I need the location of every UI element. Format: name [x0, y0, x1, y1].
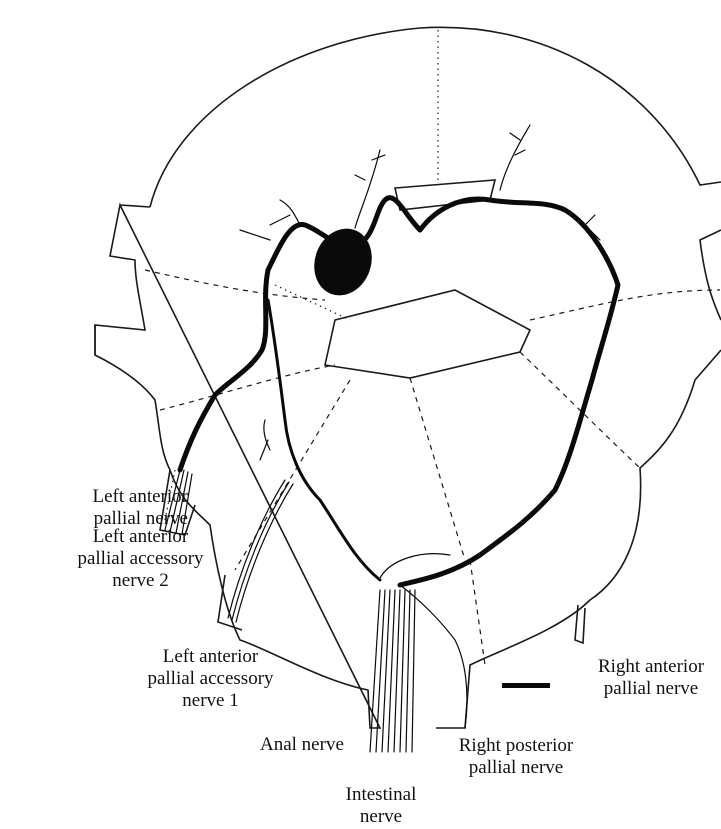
accessory-nerve-bundle — [228, 480, 293, 622]
label-line: Right posterior — [436, 735, 596, 757]
label-line: pallial nerve — [582, 678, 720, 700]
left-dash-upper — [145, 270, 325, 300]
intestinal-nerve-bundle — [370, 590, 415, 752]
branch-5 — [260, 420, 270, 460]
left-loop-nerve — [180, 198, 420, 470]
scale-bar — [502, 683, 550, 688]
left-tab-upper — [120, 205, 150, 207]
central-plate-upper — [325, 290, 530, 378]
label-line: Left anterior — [4, 486, 188, 508]
label-line: nerve 2 — [58, 570, 223, 592]
left-dash-mid — [160, 365, 335, 410]
branch-1 — [355, 150, 385, 228]
right-loop-nerve — [400, 199, 618, 585]
label-anal-nerve: Anal nerve — [260, 734, 344, 756]
label-left-anterior-pallial-accessory-nerve-2: Left anterior pallial accessory nerve 2 — [58, 526, 223, 592]
label-left-anterior-pallial-accessory-nerve-1: Left anterior pallial accessory nerve 1 — [123, 646, 298, 712]
radial-dash-2 — [410, 378, 465, 560]
label-intestinal-nerve: Intestinal nerve — [326, 784, 436, 828]
label-line: pallial accessory — [58, 548, 223, 570]
label-line: Intestinal — [326, 784, 436, 806]
label-line: Left anterior — [123, 646, 298, 668]
right-dash-upper — [530, 290, 720, 320]
branch-3 — [240, 200, 300, 240]
branch-2 — [500, 125, 530, 190]
label-line: Left anterior — [58, 526, 223, 548]
label-right-posterior-pallial-nerve: Right posterior pallial nerve — [436, 735, 596, 779]
label-line: pallial accessory — [123, 668, 298, 690]
radial-dash-3 — [470, 560, 485, 665]
radial-dash-1 — [235, 380, 350, 570]
label-line: nerve — [326, 806, 436, 828]
right-dash-mid — [520, 352, 640, 468]
label-left-anterior-pallial-nerve: Left anterior pallial nerve — [4, 486, 188, 530]
label-line: pallial nerve — [436, 757, 596, 779]
label-line: nerve 1 — [123, 690, 298, 712]
label-right-anterior-pallial-nerve: Right anterior pallial nerve — [582, 656, 720, 700]
label-line: Anal nerve — [260, 734, 344, 756]
label-line: Right anterior — [582, 656, 720, 678]
